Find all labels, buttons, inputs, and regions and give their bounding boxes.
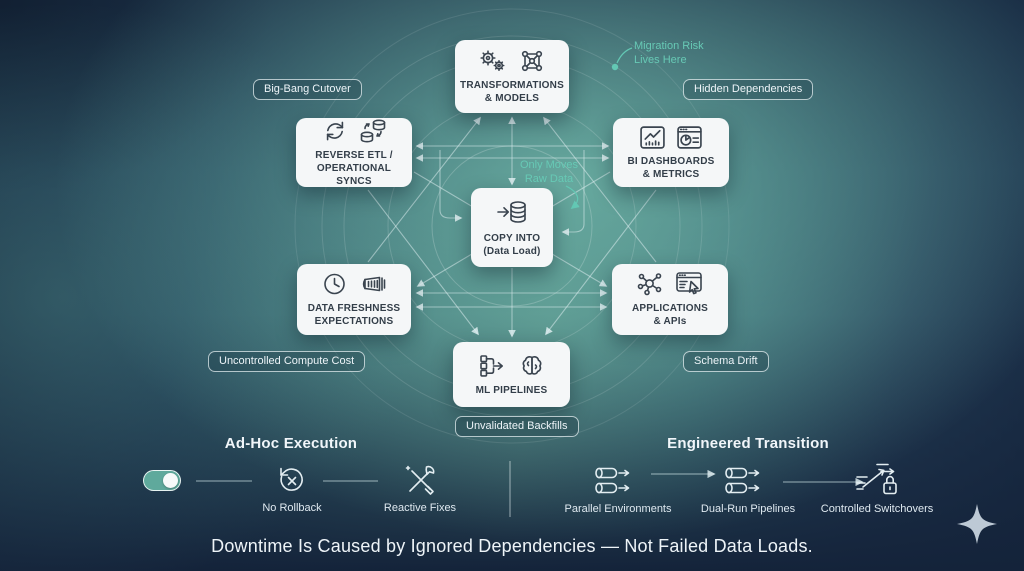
parallel-environments-label: Parallel Environments [564, 503, 672, 515]
browser-cursor-icon [676, 272, 702, 295]
engineered-transition-title: Engineered Transition [667, 435, 829, 452]
pill-hidden-dependencies: Hidden Dependencies [683, 79, 814, 100]
annotation-migration-risk: Migration Risk Lives Here [634, 40, 704, 67]
report-pie-icon [677, 125, 702, 149]
node-data-freshness: DATA FRESHNESS EXPECTATIONS [297, 264, 411, 335]
sparkle-icon [957, 504, 997, 544]
node-transformations-models: TRANSFORMATIONS & MODELS [455, 40, 569, 113]
node-ml-pipelines: ML PIPELINES [453, 342, 570, 407]
dual-run-pipelines-icon [720, 464, 776, 498]
sync-arrows-icon [326, 121, 344, 140]
node-copy-into: COPY INTO (Data Load) [471, 188, 553, 267]
node-label: DATA FRESHNESS EXPECTATIONS [307, 303, 401, 327]
controlled-switchovers-icon [855, 461, 903, 499]
load-database-icon [497, 201, 526, 223]
clock-icon [323, 273, 345, 295]
pill-uncontrolled-compute-cost: Uncontrolled Compute Cost [208, 351, 366, 372]
gauge-icon [362, 276, 385, 292]
dual-run-pipelines-label: Dual-Run Pipelines [700, 503, 796, 515]
no-rollback-icon [275, 465, 308, 496]
node-label: APPLICATIONS & APIs [631, 303, 709, 327]
adhoc-toggle[interactable] [143, 470, 181, 491]
migration-risk-connector [616, 47, 633, 64]
neural-network-icon [521, 50, 543, 72]
no-rollback-label: No Rollback [262, 502, 322, 514]
network-hub-icon [637, 273, 662, 296]
adhoc-execution-title: Ad-Hoc Execution [224, 435, 358, 452]
pill-unvalidated-backfills: Unvalidated Backfills [455, 416, 579, 437]
reactive-fixes-icon [402, 463, 438, 497]
controlled-switchovers-label: Controlled Switchovers [820, 503, 934, 515]
line-chart-icon [640, 125, 665, 149]
node-label: COPY INTO (Data Load) [483, 233, 541, 257]
node-bi-dashboards: BI DASHBOARDS & METRICS [613, 118, 729, 187]
node-reverse-etl: REVERSE ETL / OPERATIONAL SYNCS [296, 118, 412, 187]
node-label: ML PIPELINES [475, 384, 548, 396]
only-moves-arrow [565, 185, 580, 210]
pill-big-bang-cutover: Big-Bang Cutover [253, 79, 362, 100]
reactive-fixes-label: Reactive Fixes [383, 502, 457, 514]
headline: Downtime Is Caused by Ignored Dependenci… [211, 536, 813, 556]
parallel-environments-icon [590, 464, 646, 498]
toggle-knob [163, 472, 178, 488]
gears-icon [480, 50, 505, 71]
annotation-only-moves-raw-data: Only Moves Raw Data [519, 159, 579, 186]
node-label: TRANSFORMATIONS & MODELS [460, 80, 564, 104]
database-sync-icon [360, 118, 386, 142]
node-label: BI DASHBOARDS & METRICS [627, 155, 715, 180]
brain-icon [522, 355, 541, 375]
migration-risk-dot [611, 63, 619, 71]
pipeline-icon [479, 354, 503, 377]
node-label: REVERSE ETL / OPERATIONAL SYNCS [315, 149, 393, 187]
pill-schema-drift: Schema Drift [683, 351, 769, 372]
node-applications-apis: APPLICATIONS & APIs [612, 264, 728, 335]
